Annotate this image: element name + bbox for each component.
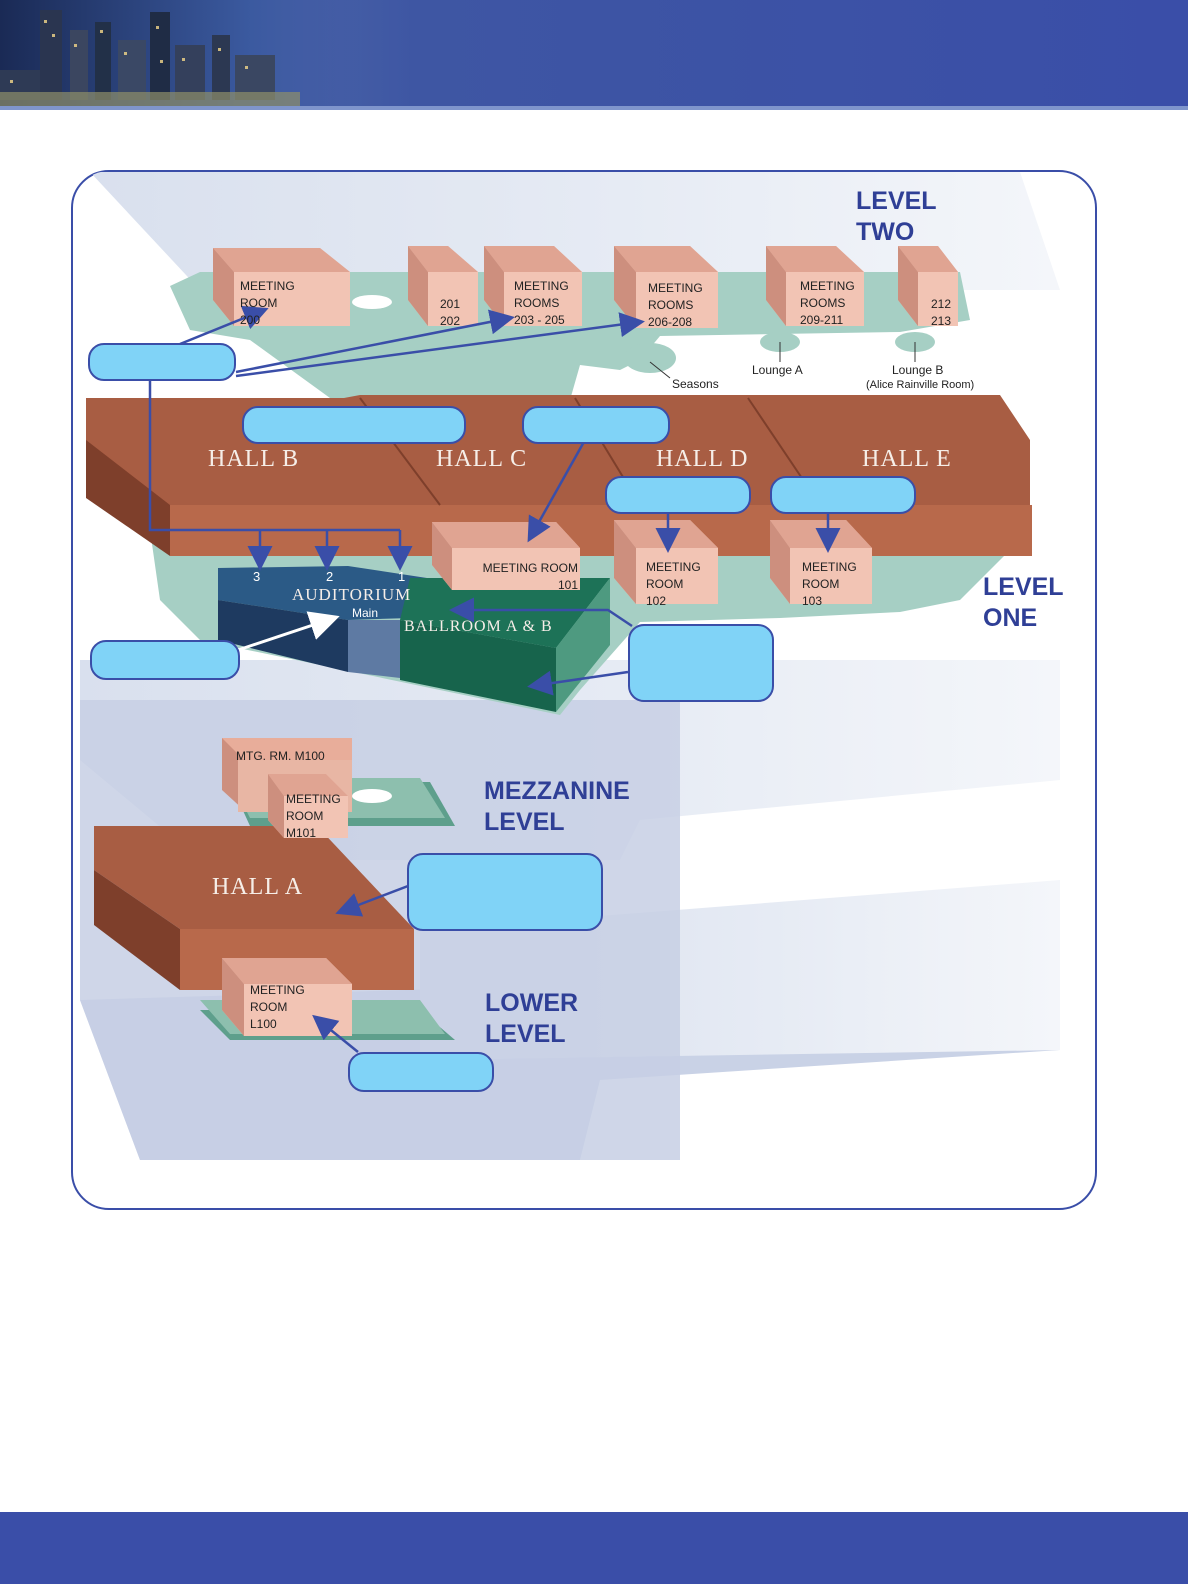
rooms-209-211-label: MEETING ROOMS 209-211 bbox=[800, 279, 855, 327]
auditorium-main bbox=[348, 620, 400, 678]
auditorium-label: AUDITORIUM bbox=[292, 585, 412, 604]
arrow-to-ballroom-front bbox=[527, 670, 629, 696]
room-box-209-211 bbox=[766, 246, 864, 326]
arrow-to-rooms-203-205 bbox=[235, 309, 515, 374]
auditorium-section-2: 2 bbox=[326, 569, 334, 584]
hall-a-label: HALL A bbox=[212, 874, 304, 900]
seasons-tick bbox=[649, 361, 671, 379]
room-box-212-213 bbox=[898, 246, 958, 326]
room-box-203-205 bbox=[484, 246, 582, 326]
callout-ballroom bbox=[628, 624, 774, 702]
arrow-to-room-200 bbox=[179, 305, 269, 346]
hall-a-top bbox=[94, 826, 414, 929]
room-box-103 bbox=[770, 520, 872, 604]
lower-level-label: LOWER LEVEL bbox=[485, 989, 579, 1048]
footer-banner bbox=[0, 1512, 1188, 1584]
room-box-201-202 bbox=[408, 246, 478, 326]
room-201-202-label: 201 202 bbox=[440, 297, 461, 328]
arrow-to-auditorium-main bbox=[237, 611, 340, 652]
ballroom-label: BALLROOM A & B bbox=[404, 618, 553, 635]
arrow-to-ballroom bbox=[449, 597, 633, 628]
header-rule bbox=[0, 106, 1188, 110]
auditorium-main-label: Main bbox=[352, 606, 379, 620]
rooms-212-213-label: 212 213 bbox=[931, 297, 952, 328]
connector-to-auditorium bbox=[148, 380, 400, 532]
callout-level-two-rooms bbox=[88, 343, 236, 381]
seasons-label: Seasons bbox=[672, 377, 719, 391]
header-banner bbox=[0, 0, 1188, 110]
room-102-label: MEETING ROOM 102 bbox=[646, 560, 701, 608]
rooms-206-208-label: MEETING ROOMS 206-208 bbox=[648, 281, 703, 329]
hall-c-label: HALL C bbox=[436, 446, 528, 472]
ballroom-side bbox=[556, 578, 610, 712]
seasons-lounge bbox=[624, 343, 676, 373]
lounge-b-note: (Alice Rainville Room) bbox=[866, 379, 975, 391]
room-m101-label: MEETING ROOM M101 bbox=[286, 792, 341, 840]
callout-room-101 bbox=[522, 406, 670, 444]
lounge-a-label: Lounge A bbox=[752, 363, 803, 377]
auditorium-section-1: 1 bbox=[398, 569, 406, 584]
room-103-label: MEETING ROOM 103 bbox=[802, 560, 857, 608]
hall-a-side bbox=[94, 870, 180, 990]
callout-halls bbox=[242, 406, 466, 444]
level-two-void bbox=[352, 295, 392, 309]
rooms-203-205-label: MEETING ROOMS 203 - 205 bbox=[514, 279, 569, 327]
ballroom-top bbox=[400, 578, 610, 648]
mezzanine-void bbox=[352, 789, 392, 803]
callout-room-103 bbox=[770, 476, 916, 514]
room-l100-label: MEETING ROOM L100 bbox=[250, 983, 305, 1031]
arrow-to-hall-a bbox=[335, 884, 409, 917]
hall-d-label: HALL D bbox=[656, 446, 749, 472]
callout-auditorium bbox=[90, 640, 240, 680]
ballroom-front bbox=[400, 620, 556, 712]
lounge-b-label: Lounge B bbox=[892, 363, 944, 377]
auditorium-section-3: 3 bbox=[253, 569, 261, 584]
mezzanine-level-label: MEZZANINE LEVEL bbox=[484, 777, 630, 836]
arrow-to-room-101 bbox=[527, 439, 587, 543]
room-box-206-208 bbox=[614, 246, 718, 328]
room-m100-label: MTG. RM. M100 bbox=[236, 749, 325, 763]
callout-room-102 bbox=[605, 476, 751, 514]
callout-hall-a bbox=[407, 853, 603, 931]
auditorium-top bbox=[218, 566, 440, 620]
city-skyline-photo bbox=[0, 0, 360, 110]
level-one-label: LEVEL ONE bbox=[983, 573, 1064, 632]
level-two-label: LEVEL TWO bbox=[856, 187, 937, 246]
room-box-m101 bbox=[268, 774, 348, 838]
arrow-to-rooms-206-208 bbox=[235, 312, 645, 378]
arrow-to-room-l100 bbox=[312, 1014, 359, 1053]
room-200-label: MEETING ROOM 200 bbox=[240, 279, 295, 327]
hall-e-label: HALL E bbox=[862, 446, 952, 472]
room-101-label: MEETING ROOM 101 bbox=[482, 561, 578, 592]
hall-b-label: HALL B bbox=[208, 446, 300, 472]
callout-room-l100 bbox=[348, 1052, 494, 1092]
